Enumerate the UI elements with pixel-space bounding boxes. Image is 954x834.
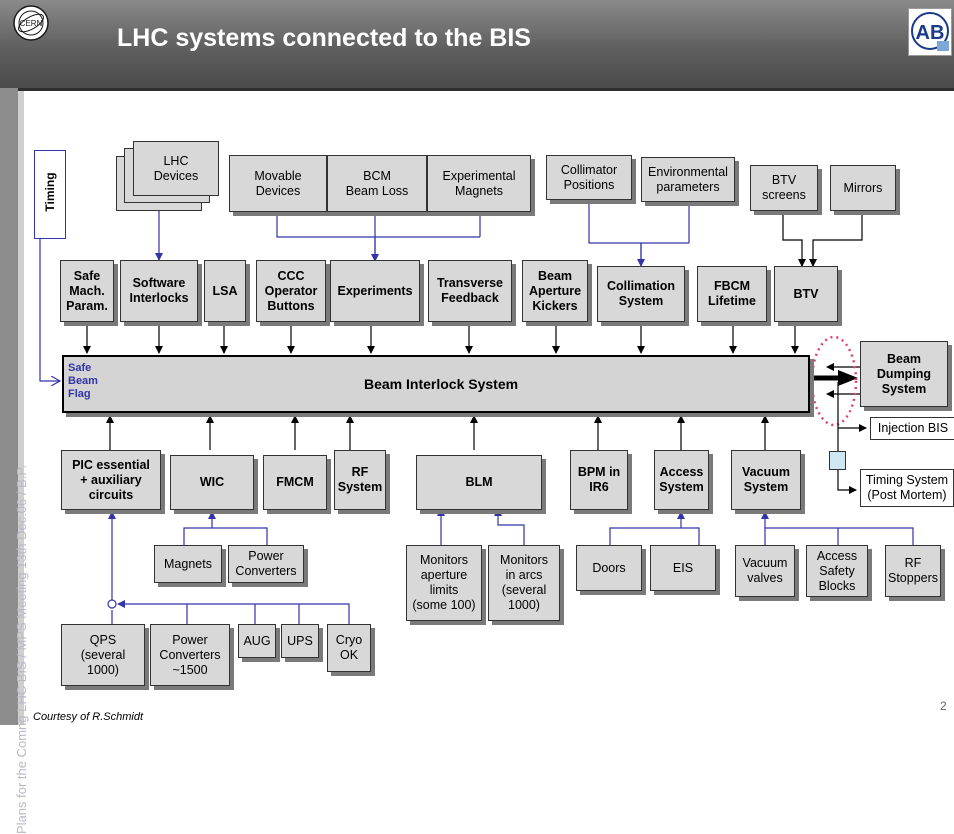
experimental-magnets-box: Experimental Magnets [427, 155, 531, 212]
eis-box: EIS [650, 545, 716, 591]
timing-interface-square [829, 451, 846, 470]
movable-devices-box: Movable Devices [229, 155, 327, 212]
beam-aperture-kickers-box: Beam Aperture Kickers [522, 260, 588, 322]
wic-box: WIC [170, 455, 254, 510]
transverse-feedback-box: Transverse Feedback [428, 260, 512, 322]
beam-dumping-system-box: Beam Dumping System [860, 341, 948, 407]
left-side-bar [0, 88, 18, 725]
mirrors-box: Mirrors [830, 165, 896, 211]
doors-box: Doors [576, 545, 642, 591]
experiments-box: Experiments [330, 260, 420, 322]
lsa-box: LSA [204, 260, 246, 322]
access-safety-blocks-box: Access Safety Blocks [806, 545, 868, 597]
header-bar [0, 0, 954, 88]
ccc-operator-buttons-box: CCC Operator Buttons [256, 260, 326, 322]
bis-title: Beam Interlock System [364, 376, 519, 392]
magnets-box: Magnets [154, 545, 222, 583]
header-divider [0, 88, 954, 91]
ab-logo-text: AB [916, 22, 945, 44]
ab-logo: AB [908, 8, 952, 56]
rf-system-box: RF System [334, 450, 386, 510]
timing-label: Timing [43, 172, 57, 212]
environmental-parameters-box: Environmental parameters [641, 157, 735, 202]
software-interlocks-box: Software Interlocks [120, 260, 198, 322]
monitors-arcs-box: Monitors in arcs (several 1000) [488, 545, 560, 621]
aug-box: AUG [238, 624, 276, 658]
bcm-beam-loss-box: BCM Beam Loss [327, 155, 427, 212]
timing-system-box: Timing System (Post Mortem) [860, 469, 954, 507]
page-title: LHC systems connected to the BIS [117, 24, 531, 52]
cern-logo: CERN [13, 5, 49, 41]
access-system-box: Access System [654, 450, 709, 510]
monitors-aperture-box: Monitors aperture limits (some 100) [406, 545, 482, 621]
btv-screens-box: BTV screens [750, 165, 818, 211]
ups-box: UPS [281, 624, 319, 658]
connector-lines [39, 200, 914, 624]
qps-box: QPS (several 1000) [61, 624, 145, 686]
timing-box: Timing [34, 150, 66, 239]
collimator-positions-box: Collimator Positions [546, 155, 632, 200]
page-number: 2 [940, 699, 947, 713]
btv-box: BTV [774, 266, 838, 322]
beam-interlock-system-bar: Safe Beam Flag Beam Interlock System [62, 355, 810, 413]
left-side-inner-bar [18, 91, 24, 725]
pic-box: PIC essential + auxiliary circuits [61, 450, 161, 510]
rf-stoppers-box: RF Stoppers [885, 545, 941, 597]
safe-beam-flag-label: Safe Beam Flag [68, 362, 98, 401]
power-converters-box: Power Converters ~1500 [150, 624, 230, 686]
injection-bis-box: Injection BIS [870, 417, 954, 440]
vacuum-valves-box: Vacuum valves [735, 545, 795, 597]
cern-logo-text: CERN [20, 19, 43, 28]
footer-credit: Courtesy of R.Schmidt [33, 711, 144, 723]
blm-box: BLM [416, 455, 542, 510]
power-converters-wic-box: Power Converters [228, 545, 304, 583]
fbcm-lifetime-box: FBCM Lifetime [697, 266, 767, 322]
vacuum-system-box: Vacuum System [731, 450, 801, 510]
bpm-ir6-box: BPM in IR6 [570, 450, 628, 510]
collimation-system-box: Collimation System [597, 266, 685, 322]
fmcm-box: FMCM [263, 455, 327, 510]
safe-mach-param-box: Safe Mach. Param. [60, 260, 114, 322]
cryo-ok-box: Cryo OK [327, 624, 371, 672]
lhc-devices-box: LHC Devices [133, 141, 219, 196]
